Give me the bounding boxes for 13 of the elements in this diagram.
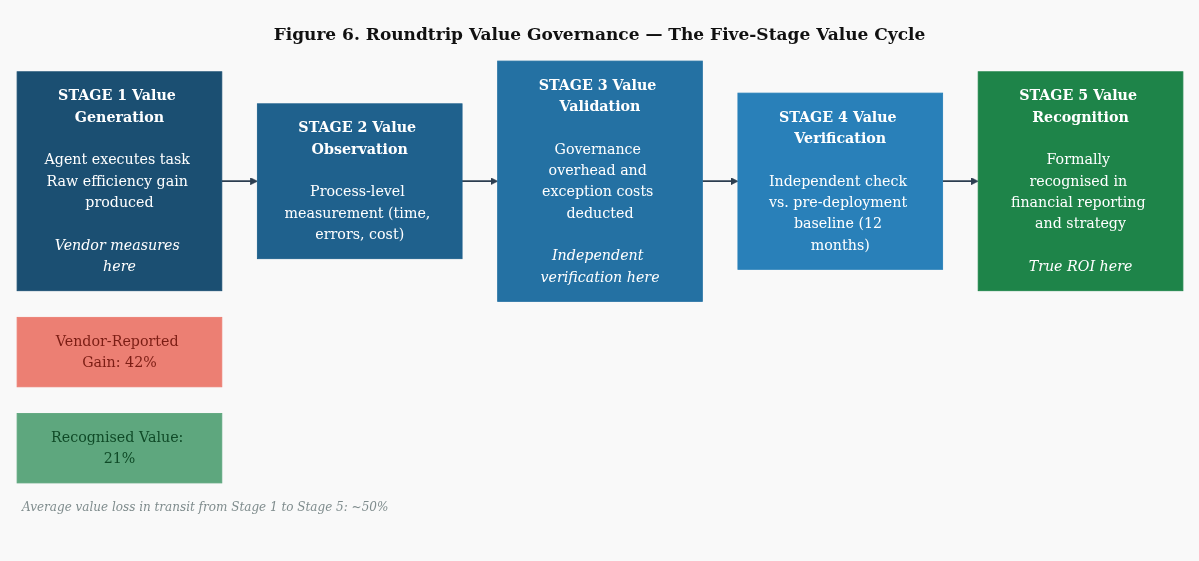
- node-box: STAGE 5 Value Recognition Formally recognised in financial reporting and strategy True ROI here: [977, 71, 1183, 292]
- node-box: STAGE 3 Value Validation Governance overhead and exception costs deducted Independent verification here: [496, 60, 703, 302]
- diagram-title: Figure 6. Roundtrip Value Governance — The Five-Stage Value Cycle: [272, 24, 927, 44]
- node-box: STAGE 2 Value Observation Process-level measurement (time, errors, cost): [256, 103, 462, 260]
- arrow: [700, 177, 738, 186]
- arrow: [941, 177, 979, 186]
- node-box: Vendor-Reported Gain: 42%: [16, 316, 222, 388]
- node-box: STAGE 4 Value Verification Independent check vs. pre-deployment baseline (12 months): [737, 92, 943, 270]
- arrow: [220, 177, 258, 186]
- caption: Average value loss in transit from Stage 1 to Stage 5: ~50%: [22, 500, 390, 514]
- arrow: [460, 177, 498, 186]
- node-box: STAGE 1 Value Generation Agent executes task Raw efficiency gain produced Vendor measures here: [16, 71, 222, 292]
- node-box: Recognised Value: 21%: [16, 413, 222, 484]
